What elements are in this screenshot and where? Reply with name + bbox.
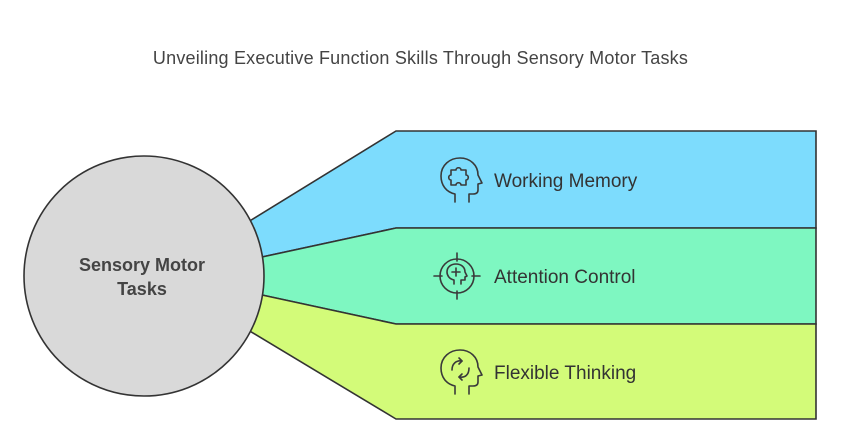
center-label-line2: Tasks [117, 279, 167, 299]
head-arrows-icon [440, 349, 483, 395]
head-puzzle-icon [440, 157, 483, 203]
center-label-line1: Sensory Motor [79, 255, 205, 275]
branch-label-flexible-thinking: Flexible Thinking [494, 363, 636, 384]
branch-label-working-memory: Working Memory [494, 171, 638, 192]
head-target-icon [433, 252, 481, 300]
center-circle [23, 155, 265, 397]
diagram-title: Unveiling Executive Function Skills Thro… [152, 48, 689, 68]
branch-label-attention-control: Attention Control [494, 267, 636, 288]
